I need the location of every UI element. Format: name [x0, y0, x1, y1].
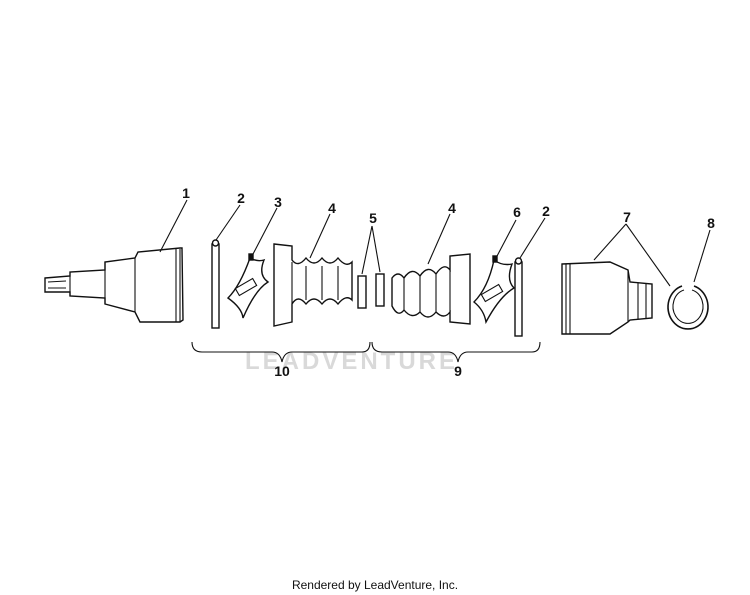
callout-1: 1	[182, 185, 190, 201]
part-7-joint-housing[interactable]	[561, 261, 653, 335]
callout-10: 10	[274, 363, 290, 379]
part-1-cv-joint[interactable]	[44, 247, 184, 323]
callout-2-right: 2	[542, 203, 550, 219]
callout-8: 8	[707, 215, 715, 231]
brace-9	[371, 341, 541, 363]
callout-9: 9	[454, 363, 462, 379]
leader-lines	[159, 199, 711, 287]
part-4-boot-left[interactable]	[273, 243, 353, 327]
footer-credit: Rendered by LeadVenture, Inc.	[291, 578, 459, 592]
callout-6: 6	[513, 204, 521, 220]
brace-10	[191, 341, 371, 363]
callout-4-right: 4	[448, 200, 456, 216]
part-6-grease-packet[interactable]	[472, 255, 516, 325]
callout-2-left: 2	[237, 190, 245, 206]
part-5-small-clamps[interactable]	[357, 273, 385, 309]
part-3-grease-packet[interactable]	[226, 253, 270, 319]
part-2-clamp-left[interactable]	[211, 239, 220, 329]
callout-3: 3	[274, 194, 282, 210]
callout-4-left: 4	[328, 200, 336, 216]
part-4-boot-right[interactable]	[391, 253, 471, 325]
callout-5: 5	[369, 210, 377, 226]
callout-7: 7	[623, 209, 631, 225]
part-2-clamp-right[interactable]	[514, 257, 523, 337]
part-8-snap-ring[interactable]	[667, 285, 709, 330]
